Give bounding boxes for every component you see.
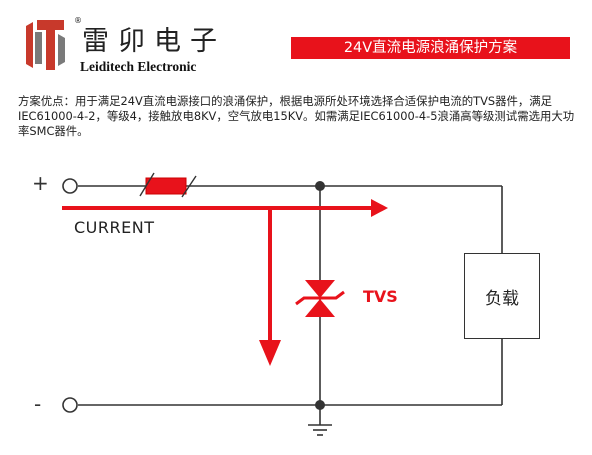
minus-terminal-icon (62, 397, 78, 413)
minus-terminal-label: - (34, 392, 42, 416)
fuse-icon (139, 172, 197, 198)
page-title: 24V直流电源浪涌保护方案 (291, 37, 570, 59)
ground-icon (308, 424, 332, 436)
registered-mark: ® (74, 16, 82, 25)
plus-terminal-icon (62, 178, 78, 194)
current-arrow-icon (62, 199, 388, 366)
plus-terminal-label: + (32, 171, 49, 195)
bottom-junction-icon (315, 400, 325, 410)
tvs-diode-icon (295, 280, 345, 317)
leiditech-logo-icon (26, 20, 65, 70)
load-label: 负载 (485, 288, 519, 309)
circuit-diagram (62, 172, 503, 436)
load-box: 负载 (464, 253, 540, 339)
tvs-label: TVS (363, 287, 398, 306)
top-junction-icon (315, 181, 325, 191)
brand-name-english: Leiditech Electronic (80, 59, 197, 74)
solution-advantages-text: 方案优点：用于满足24V直流电源接口的浪涌保护，根据电源所处环境选择合适保护电流… (18, 94, 575, 138)
brand-name-chinese: 雷卯电子 (82, 26, 226, 57)
current-label: CURRENT (74, 218, 155, 237)
